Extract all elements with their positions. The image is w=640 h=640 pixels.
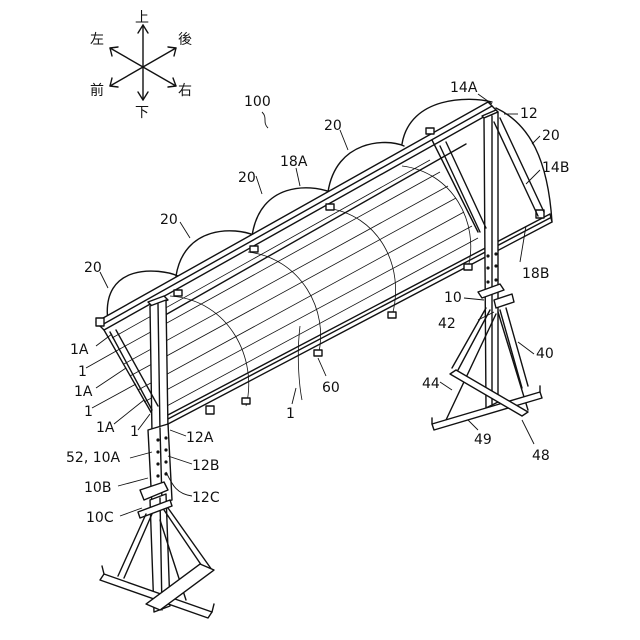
label-1A-1: 1A: [70, 342, 89, 358]
label-10: 10: [444, 290, 462, 306]
label-12C: 12C: [192, 490, 220, 506]
label-20-b: 20: [238, 170, 256, 186]
label-14A: 14A: [450, 80, 478, 96]
label-40: 40: [536, 346, 554, 362]
label-1-3: 1: [130, 424, 139, 440]
label-20-top-right: 20: [542, 128, 560, 144]
label-48: 48: [532, 448, 550, 464]
label-52-10A: 52, 10A: [66, 450, 121, 466]
label-100: 100: [244, 94, 271, 110]
label-49: 49: [474, 432, 492, 448]
label-20-d: 20: [84, 260, 102, 276]
compass-down-label: 下: [135, 105, 149, 121]
label-1A-3: 1A: [96, 420, 115, 436]
label-12A: 12A: [186, 430, 214, 446]
label-20-a: 20: [324, 118, 342, 134]
compass-left-label: 左: [90, 32, 104, 48]
label-10C: 10C: [86, 510, 114, 526]
label-42: 42: [438, 316, 456, 332]
label-18B: 18B: [522, 266, 549, 282]
compass-back-label: 後: [178, 32, 192, 48]
label-12: 12: [520, 106, 538, 122]
label-1-1: 1: [78, 364, 87, 380]
label-1A-2: 1A: [74, 384, 93, 400]
label-44: 44: [422, 376, 440, 392]
label-14B: 14B: [542, 160, 569, 176]
compass-front-label: 前: [90, 82, 104, 99]
compass-right-label: 右: [178, 83, 192, 99]
label-60: 60: [322, 380, 340, 396]
label-1-mid: 1: [286, 406, 295, 422]
label-1-2: 1: [84, 404, 93, 420]
label-18A: 18A: [280, 154, 308, 170]
label-20-c: 20: [160, 212, 178, 228]
compass-up-label: 上: [135, 10, 149, 26]
direction-compass: 上 下 左 後 前 右: [90, 10, 192, 121]
label-10B: 10B: [84, 480, 111, 496]
label-12B: 12B: [192, 458, 219, 474]
